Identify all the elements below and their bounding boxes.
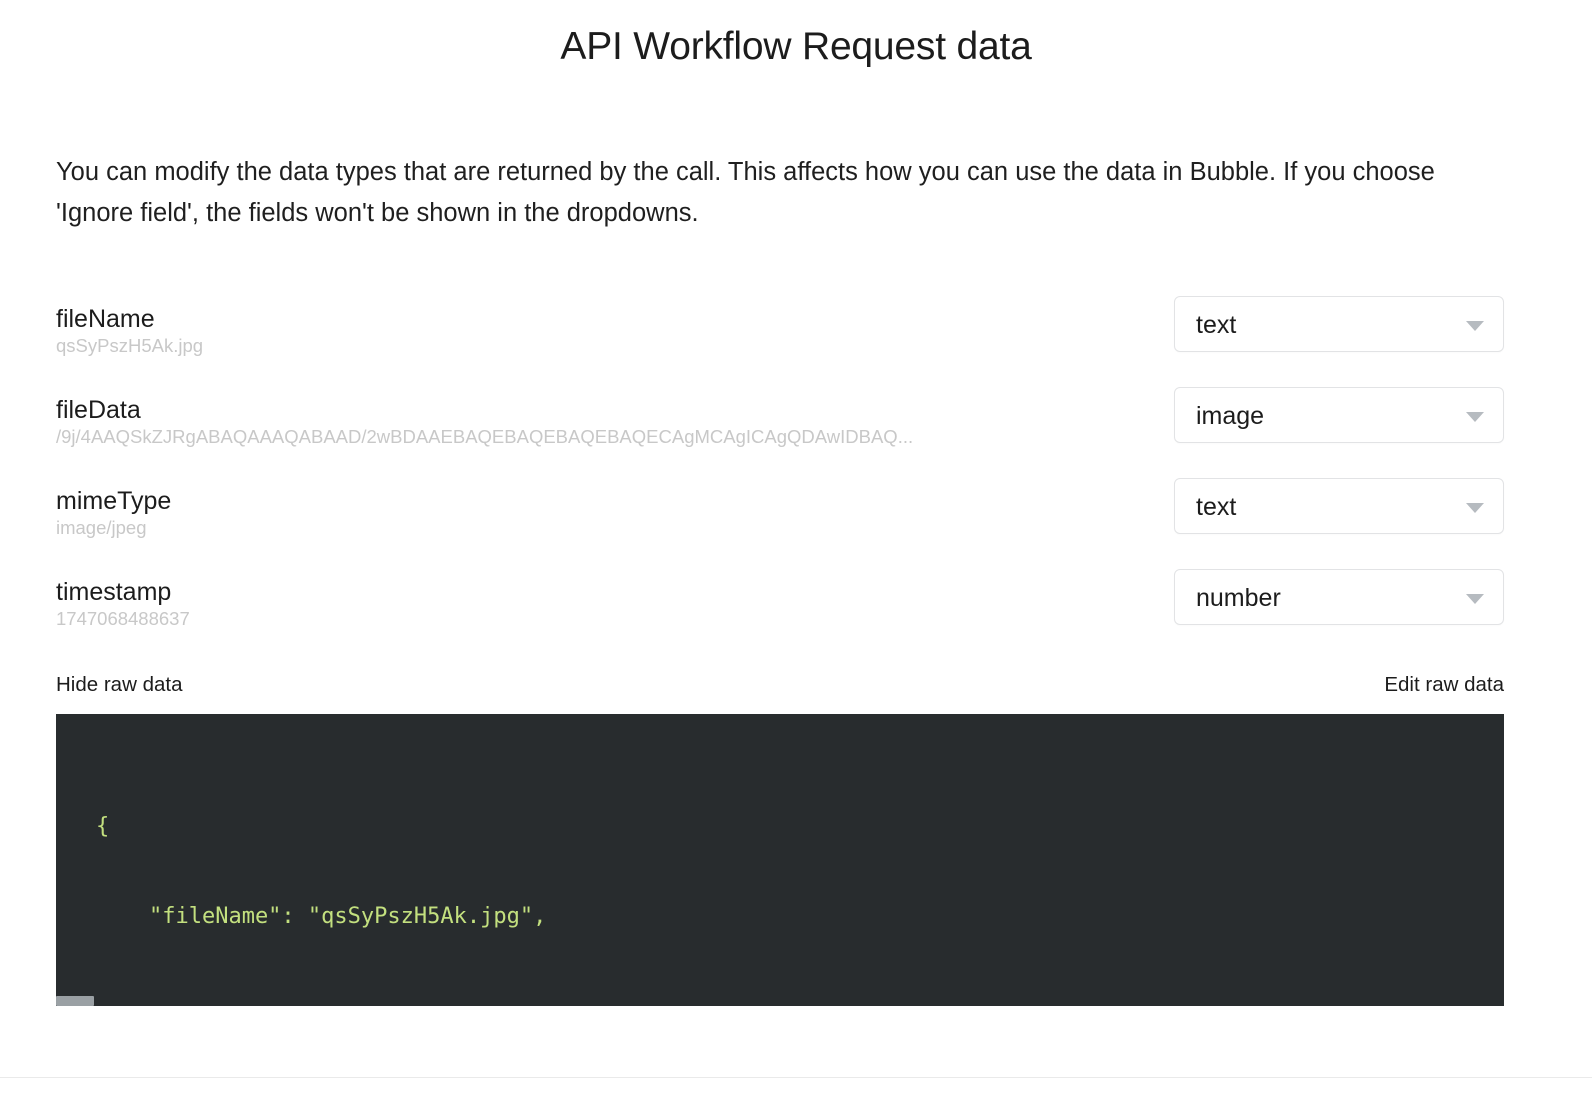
code-line: { — [96, 814, 110, 839]
chevron-down-icon — [1466, 594, 1484, 604]
dropdown-selected-value: image — [1196, 402, 1265, 430]
field-label: mimeType — [56, 487, 172, 515]
intro-description: You can modify the data types that are r… — [56, 158, 1435, 227]
field-row-timestamp: timestamp 1747068488637 number — [56, 569, 1504, 660]
bottom-divider — [0, 1077, 1592, 1078]
field-label: fileData — [56, 396, 141, 424]
dropdown-selected-value: number — [1196, 584, 1281, 612]
field-list: fileName qsSyPszH5Ak.jpg text fileData /… — [56, 296, 1504, 660]
field-row-filename: fileName qsSyPszH5Ak.jpg text — [56, 296, 1504, 387]
field-label: fileName — [56, 305, 155, 333]
raw-data-code-content: { "fileName": "qsSyPszH5Ak.jpg", "fileDa… — [56, 714, 1218, 1006]
edit-raw-data-link[interactable]: Edit raw data — [1384, 673, 1504, 696]
field-sample-value: /9j/4AAQSkZJRgABAQAAAQABAAD/2wBDAAEBAQEB… — [56, 426, 914, 447]
field-sample-value: image/jpeg — [56, 517, 147, 538]
hide-raw-data-link[interactable]: Hide raw data — [56, 673, 183, 696]
chevron-down-icon — [1466, 503, 1484, 513]
dropdown-selected-value: text — [1196, 311, 1237, 339]
raw-data-toolbar: Hide raw data Edit raw data — [56, 671, 1504, 701]
field-type-dropdown-filename[interactable]: text — [1174, 296, 1504, 352]
chevron-down-icon — [1466, 321, 1484, 331]
field-label: timestamp — [56, 578, 172, 606]
field-row-mimetype: mimeType image/jpeg text — [56, 478, 1504, 569]
dropdown-selected-value: text — [1196, 493, 1237, 521]
chevron-down-icon — [1466, 412, 1484, 422]
code-scrollbar-thumb[interactable] — [56, 996, 94, 1006]
field-type-dropdown-timestamp[interactable]: number — [1174, 569, 1504, 625]
field-sample-value: qsSyPszH5Ak.jpg — [56, 335, 204, 356]
field-type-dropdown-filedata[interactable]: image — [1174, 387, 1504, 443]
field-row-filedata: fileData /9j/4AAQSkZJRgABAQAAAQABAAD/2wB… — [56, 387, 1504, 478]
field-sample-value: 1747068488637 — [56, 608, 190, 629]
code-line: "fileName": "qsSyPszH5Ak.jpg", — [96, 904, 547, 929]
raw-data-code-block[interactable]: { "fileName": "qsSyPszH5Ak.jpg", "fileDa… — [56, 714, 1504, 1006]
code-horizontal-scrollbar[interactable] — [56, 994, 1504, 1006]
field-type-dropdown-mimetype[interactable]: text — [1174, 478, 1504, 534]
page-title: API Workflow Request data — [560, 25, 1032, 68]
